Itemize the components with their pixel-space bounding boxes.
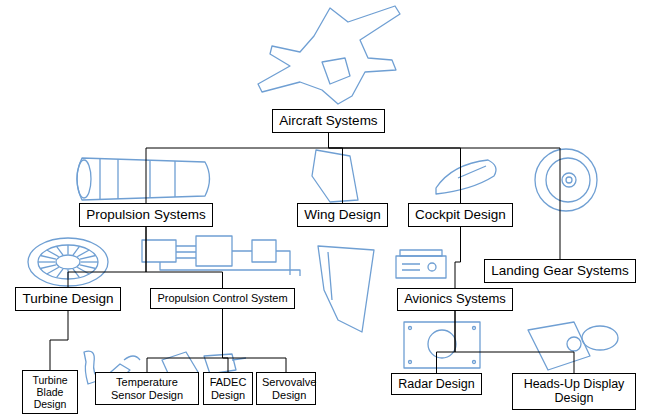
tree-connector: [50, 311, 68, 370]
node-box: Wing Design: [297, 203, 388, 227]
jet-illustration: [258, 6, 400, 104]
node-label: Propulsion Systems: [86, 207, 205, 223]
node-box: Aircraft Systems: [272, 109, 385, 133]
servovalve-icon: [204, 354, 246, 374]
tree-connector: [147, 309, 223, 372]
node-label: Turbine Blade Design: [28, 374, 72, 410]
wing-illustration: [312, 150, 358, 202]
node-label: Landing Gear Systems: [491, 263, 628, 279]
node-label: Turbine Design: [22, 291, 113, 307]
node-box: Cockpit Design: [408, 203, 513, 227]
node-label: Heads-Up Display Design: [518, 377, 630, 406]
tree-connector: [329, 133, 561, 259]
tree-connector: [146, 133, 329, 203]
tree-connector: [329, 133, 461, 203]
tree-connector: [455, 227, 461, 288]
tree-connector: [223, 309, 287, 372]
node-box: Turbine Design: [15, 287, 121, 311]
node-label: Servovalve Design: [262, 376, 316, 401]
node-box: Turbine Blade Design: [22, 370, 78, 414]
wheel-illustration: [535, 149, 597, 211]
tree-connector: [437, 311, 456, 373]
avionics-unit-illustration: [396, 250, 446, 278]
hud-illustration: [528, 322, 618, 370]
node-box: Propulsion Control System: [150, 288, 295, 309]
node-label: Radar Design: [398, 377, 474, 391]
tree-connector: [223, 309, 229, 372]
engine-illustration: [77, 158, 210, 200]
node-label: FADEC Design: [209, 376, 247, 401]
node-label: Avionics Systems: [404, 292, 506, 307]
node-label: Cockpit Design: [415, 207, 506, 223]
node-box: FADEC Design: [203, 372, 253, 405]
radar-illustration: [404, 322, 480, 368]
tree-connector: [68, 227, 146, 287]
tree-connector: [329, 133, 343, 203]
canopy-illustration: [436, 160, 496, 194]
wing-illustration: [318, 246, 374, 332]
node-box: Temperature Sensor Design: [95, 372, 199, 405]
node-box: Servovalve Design: [256, 372, 316, 405]
node-box: Heads-Up Display Design: [512, 373, 636, 410]
node-label: Wing Design: [304, 207, 381, 223]
node-box: Radar Design: [391, 373, 482, 395]
node-label: Temperature Sensor Design: [101, 376, 193, 401]
node-box: Avionics Systems: [397, 288, 513, 311]
control-block-illustration: [142, 236, 300, 276]
node-label: Propulsion Control System: [157, 292, 287, 305]
node-label: Aircraft Systems: [279, 113, 377, 129]
tree-connector: [146, 227, 223, 288]
tree-connector: [455, 311, 574, 373]
node-box: Propulsion Systems: [79, 203, 213, 227]
node-box: Landing Gear Systems: [484, 259, 636, 283]
